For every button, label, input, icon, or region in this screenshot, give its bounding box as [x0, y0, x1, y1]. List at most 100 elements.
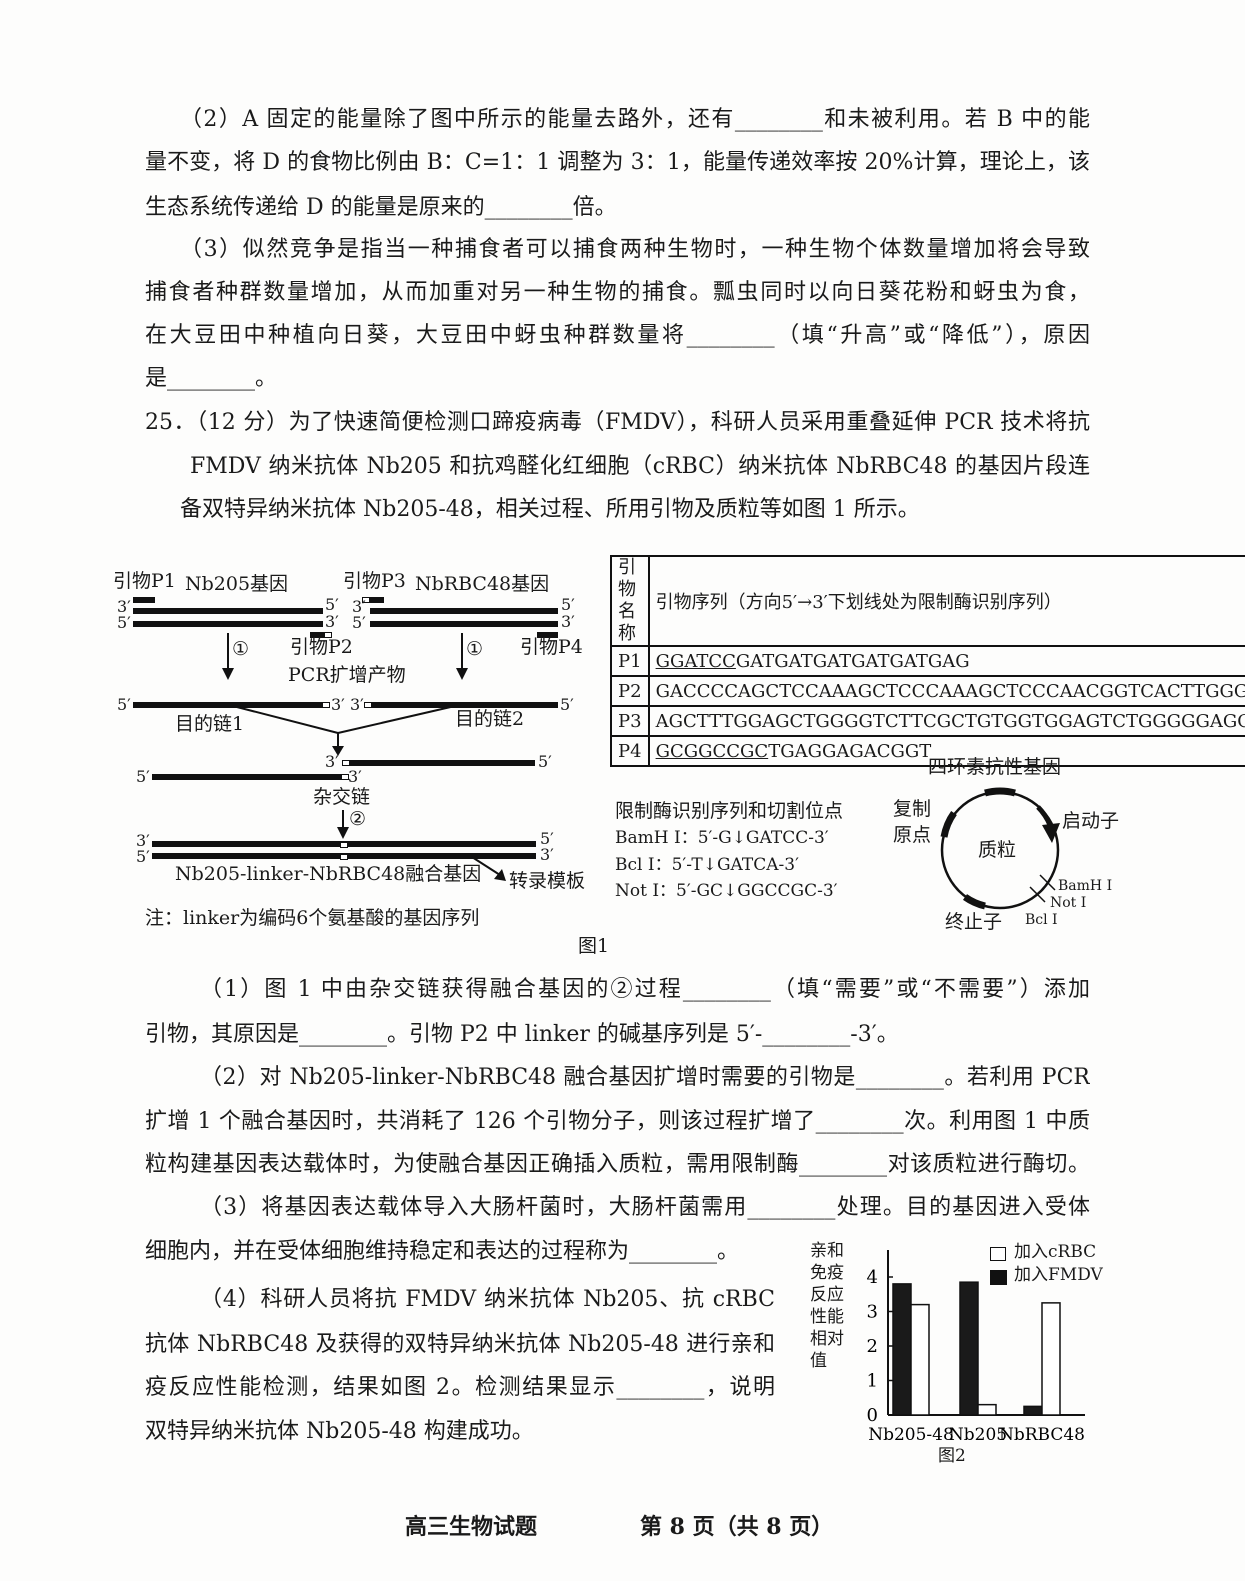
label-tet-resistance: 四环素抗性基因: [928, 756, 1062, 778]
primer-sequence: GACCCCAGCTCCAAAGCTCCCAAAGCTCCCAACGGTCACT…: [647, 675, 1245, 707]
enzyme-bcli: Bcl Ⅰ：5′-T↓GATCA-3′: [615, 855, 799, 875]
label-fusion-gene: Nb205-linker-NbRBC48融合基因: [175, 863, 482, 885]
label-promoter: 启动子: [1062, 810, 1120, 832]
label-plasmid: 质粒: [978, 839, 1017, 861]
step1-label: ①: [466, 638, 484, 660]
sequence-rest: GACCCCAGCTCCAAAGCTCCCAAAGCTCCCAACGGTCACT…: [655, 680, 1245, 702]
label-site-noti: Not Ⅰ: [1050, 895, 1087, 911]
nbrbc48-strand-bottom: [370, 621, 558, 627]
x-tick-label: Nb205: [949, 1425, 1007, 1445]
text-line: 生态系统传递给 D 的能量是原来的________倍。: [145, 195, 617, 220]
nbrbc48-strand-top: [370, 608, 558, 614]
legend-fmdv: 加入FMDV: [1014, 1265, 1103, 1285]
y-label-line: 反应: [810, 1285, 844, 1305]
label-hybrid: 杂交链: [313, 786, 371, 808]
bar-crbc: [910, 1303, 930, 1416]
end-label: 3′: [331, 695, 345, 714]
y-label-line: 免疫: [810, 1263, 844, 1283]
end-label: 5′: [136, 767, 150, 786]
nb205-strand-top: [133, 608, 323, 614]
label-target-1: 目的链1: [175, 713, 245, 735]
end-label: 5′: [560, 695, 574, 714]
linker-mark: [340, 854, 348, 860]
primer-p1-block: [133, 597, 155, 603]
x-tick-label: Nb205-48: [868, 1425, 954, 1445]
sequence-rest: AGCTTTGGAGCTGGGGTCTTCGCTGTGGTGGAGTCTGGGG…: [655, 710, 1245, 732]
primer-sequence: GCGGCCGCTGAGGAGACGGT: [647, 735, 1245, 767]
linker-mark: [342, 760, 350, 766]
end-label: 3′: [540, 845, 554, 864]
legend-crbc: 加入cRBC: [1014, 1242, 1097, 1262]
text-line: 备双特异纳米抗体 Nb205-48，相关过程、所用引物及质粒等如图 1 所示。: [180, 497, 920, 522]
text-line: 疫反应性能检测，结果如图 2。检测结果显示________，说明: [145, 1375, 775, 1400]
text-line: 引物，其原因是________。引物 P2 中 linker 的碱基序列是 5′…: [145, 1022, 899, 1047]
y-tick-label: 2: [867, 1336, 878, 1357]
target-strand-1: [133, 702, 323, 708]
y-label-line: 值: [810, 1351, 827, 1371]
end-label: 3′: [561, 612, 575, 631]
step2-label: ②: [349, 808, 367, 830]
text-line: 抗体 NbRBC48 及获得的双特异纳米抗体 Nb205-48 进行亲和免: [145, 1332, 775, 1357]
end-label: 5′: [352, 613, 366, 632]
plasmid-circle: [940, 787, 1060, 910]
end-label: 5′: [540, 829, 554, 848]
end-label: 3′: [136, 831, 150, 850]
label-primer-p2: 引物P2: [290, 636, 353, 658]
text-line: （3）将基因表达载体导入大肠杆菌时，大肠杆菌需用________处理。目的基因进…: [200, 1195, 1090, 1220]
bar-fmdv: [959, 1281, 979, 1416]
primer-sequence: AGCTTTGGAGCTGGGGTCTTCGCTGTGGTGGAGTCTGGGG…: [647, 705, 1245, 737]
figure-note: 注：linker为编码6个氨基酸的基因序列: [145, 907, 480, 929]
hybrid-top-strand: [350, 760, 535, 766]
text-line: 是________。: [145, 366, 278, 391]
primer-sequence: GGATCCGATGATGATGATGATGAG: [647, 645, 1245, 677]
linker-mark: [364, 702, 372, 708]
label-site-bamhi: BamH Ⅰ: [1058, 878, 1113, 894]
linker-mark: [340, 842, 348, 848]
text-line: （4）科研人员将抗 FMDV 纳米抗体 Nb205、抗 cRBC 纳米: [200, 1287, 775, 1312]
label-gene-nbrbc48: NbRBC48基因: [415, 573, 550, 595]
primer-name: P4: [610, 735, 650, 767]
figure-2-caption: 图2: [938, 1446, 966, 1466]
arrow-step2: [342, 810, 344, 830]
text-line: 粒构建基因表达载体时，为使融合基因正确插入质粒，需用限制酶________对该质…: [145, 1152, 1090, 1177]
end-label: 5′: [538, 752, 552, 771]
text-line: （1）图 1 中由杂交链获得融合基因的②过程________（填“需要”或“不需…: [200, 977, 1090, 1002]
primer-p4-block: [537, 632, 558, 638]
figure-1-caption: 图1: [578, 935, 610, 957]
enzyme-title: 限制酶识别序列和切割位点: [615, 800, 844, 822]
text-line: 25．（12 分）为了快速简便检测口蹄疫病毒（FMDV），科研人员采用重叠延伸 …: [145, 410, 1090, 435]
end-label: 5′: [325, 595, 339, 614]
legend-swatch-fmdv: [990, 1270, 1007, 1285]
text-line: （2）对 Nb205-linker-NbRBC48 融合基因扩增时需要的引物是_…: [200, 1065, 1090, 1090]
target-strand-2: [372, 702, 558, 708]
primer-name: P1: [610, 645, 650, 677]
y-label-line: 相对: [810, 1329, 844, 1349]
end-label: 3′: [325, 612, 339, 631]
end-label: 3′: [348, 767, 362, 786]
end-label: 5′: [117, 613, 131, 632]
text-line: 扩增 1 个融合基因时，共消耗了 126 个引物分子，则该过程扩增了______…: [145, 1109, 1090, 1134]
arrow-head: [222, 668, 234, 680]
text-line: 捕食者种群数量增加，从而加重对另一种生物的捕食。瓢虫同时以向日葵花粉和蚜虫为食，: [145, 280, 1090, 305]
primer-name: P2: [610, 675, 650, 707]
label-gene-nb205: Nb205基因: [185, 573, 289, 595]
label-ori-2: 原点: [893, 824, 932, 846]
text-line: （2）A 固定的能量除了图中所示的能量去路外，还有________和未被利用。若…: [180, 107, 1090, 132]
label-pcr-product: PCR扩增产物: [288, 664, 406, 686]
y-label-line: 亲和: [810, 1241, 844, 1261]
y-tick-label: 3: [867, 1302, 878, 1323]
y-tick-label: 4: [867, 1267, 878, 1288]
restriction-site: GCGGCCGC: [655, 740, 769, 762]
arrow-step1-right: [461, 633, 463, 671]
label-ori-1: 复制: [893, 798, 932, 820]
enzyme-bamhi: BamH Ⅰ：5′-G↓GATCC-3′: [615, 828, 829, 848]
arrow-head: [456, 668, 468, 680]
label-site-bcli: Bcl Ⅰ: [1025, 912, 1058, 928]
label-terminator: 终止子: [945, 911, 1003, 933]
y-label-line: 性能: [810, 1307, 844, 1327]
bar-crbc: [1041, 1302, 1061, 1416]
